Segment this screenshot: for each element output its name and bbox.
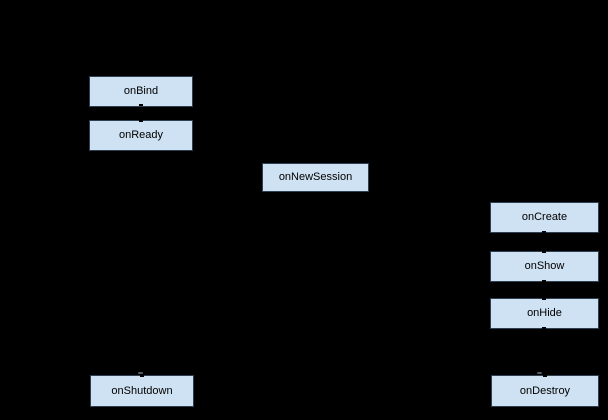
node-onshutdown-label: onShutdown bbox=[111, 384, 173, 397]
node-oncreate-label: onCreate bbox=[521, 211, 568, 223]
arrow-tip-notch bbox=[542, 251, 546, 253]
arrowhead-glint-artifact bbox=[537, 372, 542, 374]
arrow-tip-notch bbox=[543, 375, 547, 377]
node-onbind-label: onBind bbox=[123, 85, 159, 97]
node-onbind: onBind bbox=[89, 76, 193, 107]
arrow-tip-notch bbox=[542, 327, 546, 329]
arrow-tip-notch bbox=[542, 231, 546, 233]
node-onhide-label: onHide bbox=[527, 307, 562, 319]
node-onshow-label: onShow bbox=[524, 260, 565, 272]
node-onnewsession-label: onNewSession bbox=[278, 171, 353, 183]
node-onshow: onShow bbox=[490, 251, 599, 282]
node-onready: onReady bbox=[89, 120, 193, 151]
node-onhide: onHide bbox=[490, 298, 599, 329]
arrow-tip-notch bbox=[139, 120, 143, 122]
arrow-tip-notch bbox=[139, 104, 143, 106]
node-onnewsession: onNewSession bbox=[262, 163, 369, 192]
node-onready-label: onReady bbox=[118, 129, 164, 141]
arrow-tip-notch bbox=[542, 298, 546, 300]
node-oncreate: onCreate bbox=[490, 202, 599, 233]
node-onshutdown: onShutdown bbox=[90, 375, 194, 407]
node-ondestroy-label: onDestroy bbox=[519, 384, 571, 397]
arrow-tip-notch bbox=[542, 280, 546, 282]
node-ondestroy: onDestroy bbox=[491, 375, 599, 407]
arrow-tip-notch bbox=[140, 375, 144, 377]
arrowhead-glint-artifact bbox=[138, 372, 143, 374]
